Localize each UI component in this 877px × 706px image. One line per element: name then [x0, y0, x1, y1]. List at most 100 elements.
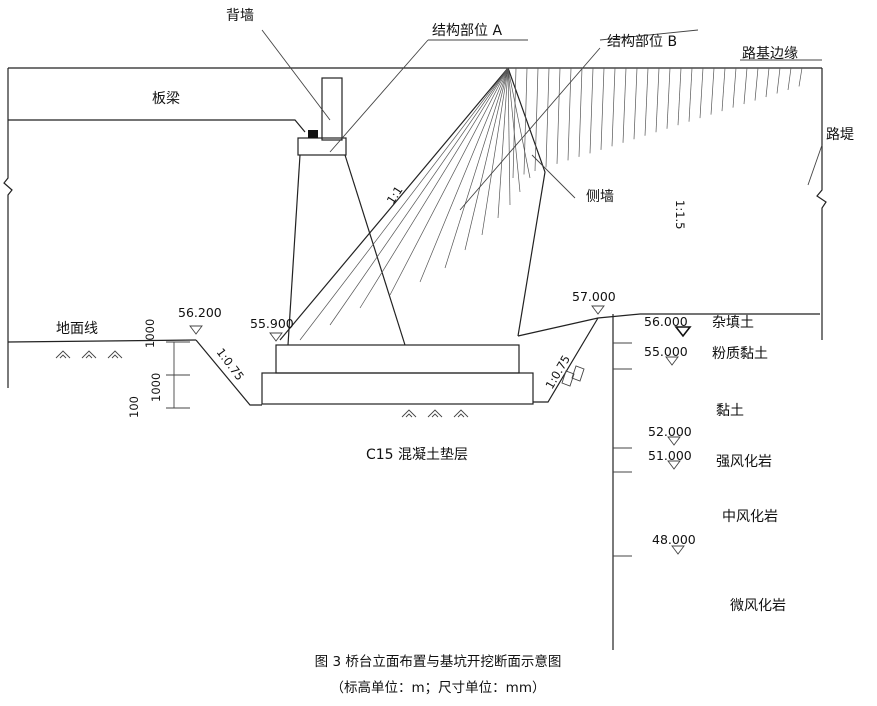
label-embankment: 路堤: [826, 127, 854, 143]
hatch-tick-5: [556, 67, 561, 164]
hatch-tick-16: [677, 67, 682, 126]
cushion-layer: [261, 372, 534, 405]
hatch-tick-25: [776, 67, 781, 94]
fan-line-8: [481, 67, 509, 236]
hatch-tick-20: [721, 67, 726, 112]
pit-left-slope: [195, 339, 262, 406]
hatch-tick-18: [699, 67, 704, 119]
fan-line-10: [507, 67, 511, 206]
bearing-block: [308, 130, 318, 138]
label-slab-beam: 板梁: [152, 91, 180, 107]
footing: [275, 344, 520, 374]
slab-beam-outline: [8, 119, 306, 133]
hatch-tick-8: [589, 67, 594, 154]
elev-marker-57000: [591, 305, 605, 315]
left-boundary: [3, 68, 13, 388]
fan-line-1: [299, 67, 509, 341]
pit-right-slope: [533, 317, 599, 403]
stratum-slight-weathered: 微风化岩: [730, 598, 786, 614]
label-ground-line: 地面线: [56, 321, 98, 337]
elev-55000: 55.000: [644, 344, 688, 359]
slope-1-1-5: 1:1.5: [673, 200, 687, 229]
dimension-lines: [166, 341, 190, 409]
ground-line-right: [517, 313, 820, 337]
caption-units: （标高单位：m；尺寸单位：mm）: [331, 679, 546, 696]
label-side-wall: 侧墙: [586, 189, 614, 205]
label-structure-a: 结构部位 A: [432, 23, 502, 39]
fan-line-12: [507, 67, 531, 179]
dim-1000-top: 1000: [143, 319, 157, 348]
fan-line-6: [444, 67, 509, 269]
right-boundary: [816, 68, 827, 340]
slope-left: 1:0.75: [214, 345, 247, 383]
elev-marker-55900: [269, 332, 283, 342]
elev-55900: 55.900: [250, 316, 294, 331]
dim-100: 100: [127, 396, 141, 418]
elev-marker-56200: [189, 325, 203, 335]
elev-marker-52000: [667, 436, 681, 446]
hatch-tick-10: [611, 67, 616, 147]
hatch-tick-3: [534, 67, 539, 171]
elev-marker-56000: [674, 326, 692, 338]
elev-51000: 51.000: [648, 448, 692, 463]
hatch-tick-11: [622, 67, 627, 143]
elev-56200: 56.200: [178, 305, 222, 320]
hatch-tick-23: [754, 67, 759, 101]
abutment-left-edge: [287, 154, 301, 346]
slope-1-1-line: [279, 67, 509, 341]
hatch-tick-24: [765, 67, 770, 98]
soil-symbol-left: [55, 350, 123, 359]
cap-beam: [297, 137, 347, 156]
fan-line-2: [329, 67, 509, 326]
ground-line-left: [7, 339, 197, 343]
elev-marker-55000: [665, 356, 679, 366]
fan-line-3: [359, 67, 509, 309]
hatch-tick-7: [578, 67, 583, 157]
leader-lines: [261, 29, 823, 211]
hatch-tick-4: [545, 67, 550, 168]
dim-1000-bottom: 1000: [149, 373, 163, 402]
elev-48000: 48.000: [652, 532, 696, 547]
fan-line-7: [464, 67, 509, 251]
soil-symbol-slope: [561, 365, 585, 387]
fan-lines: [299, 67, 531, 341]
elev-52000: 52.000: [648, 424, 692, 439]
hatch-tick-26: [787, 67, 792, 91]
hatch-tick-19: [710, 67, 715, 115]
soil-symbol-bottom: [401, 409, 469, 418]
label-back-wall: 背墙: [226, 8, 254, 24]
elev-marker-48000: [671, 545, 685, 555]
hatch-tick-9: [600, 67, 605, 150]
elev-marker-51000: [667, 460, 681, 470]
hatch-tick-22: [743, 67, 748, 105]
stratum-fill: 杂填土: [712, 315, 754, 331]
stratum-strong-weathered: 强风化岩: [716, 454, 772, 470]
stratum-silty-clay: 粉质黏土: [712, 346, 768, 362]
hatch-tick-15: [666, 67, 671, 129]
fan-line-9: [497, 67, 509, 219]
fan-line-5: [419, 67, 509, 283]
back-wall: [321, 77, 343, 141]
embankment-hatching: [512, 67, 803, 179]
hatch-tick-14: [655, 67, 660, 133]
hatch-tick-13: [644, 67, 649, 136]
hatch-tick-12: [633, 67, 638, 140]
side-wall-outline: [507, 67, 546, 337]
hatch-tick-17: [688, 67, 693, 122]
caption-title: 图 3 桥台立面布置与基坑开挖断面示意图: [315, 653, 562, 670]
hatch-tick-21: [732, 67, 737, 108]
slope-1-1: 1:1: [384, 183, 406, 206]
hatch-tick-6: [567, 67, 572, 161]
label-cushion: C15 混凝土垫层: [366, 447, 468, 463]
hatch-tick-1: [512, 67, 517, 179]
abutment-right-edge: [344, 154, 406, 346]
label-roadbed-edge: 路基边缘: [742, 45, 798, 62]
fan-line-4: [389, 67, 509, 296]
elev-57000: 57.000: [572, 289, 616, 304]
elev-56000: 56.000: [644, 314, 688, 329]
stratum-clay: 黏土: [716, 403, 744, 419]
stratum-ticks: [613, 342, 632, 557]
label-structure-b: 结构部位 B: [607, 34, 677, 50]
